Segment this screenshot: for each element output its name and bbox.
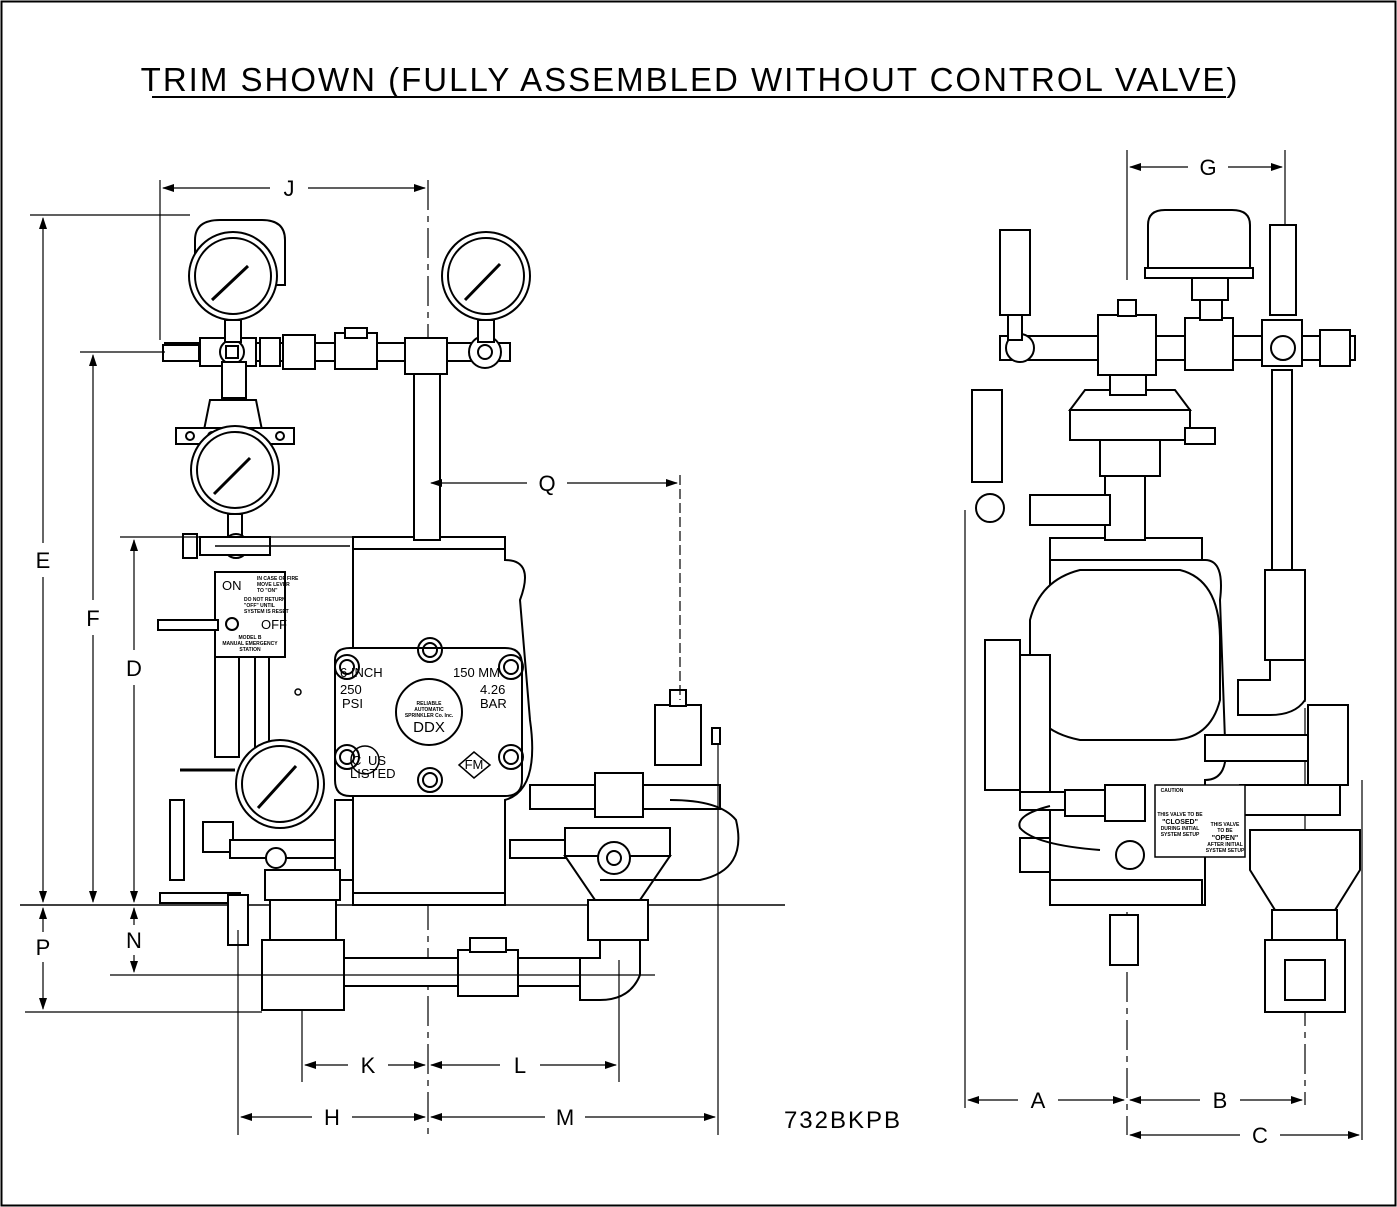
dim-label-j: J bbox=[284, 176, 295, 201]
svg-text:PSI: PSI bbox=[342, 696, 363, 711]
dim-label-g: G bbox=[1199, 155, 1216, 180]
pressure-gauge-middle bbox=[190, 425, 280, 515]
svg-text:RELIABLE: RELIABLE bbox=[417, 701, 443, 707]
svg-text:ON: ON bbox=[222, 578, 242, 593]
pressure-switch bbox=[1147, 209, 1251, 269]
svg-text:"CLOSED": "CLOSED" bbox=[1162, 819, 1198, 826]
svg-text:TO "ON": TO "ON" bbox=[257, 588, 278, 594]
svg-text:"OPEN": "OPEN" bbox=[1212, 835, 1238, 842]
dim-label-c: C bbox=[1252, 1123, 1268, 1148]
dim-label-b: B bbox=[1213, 1088, 1228, 1113]
svg-text:THIS VALVE: THIS VALVE bbox=[1211, 822, 1240, 828]
dim-label-e: E bbox=[36, 548, 51, 573]
svg-text:FM: FM bbox=[465, 757, 484, 772]
svg-text:6 INCH: 6 INCH bbox=[340, 665, 383, 680]
svg-text:BAR: BAR bbox=[480, 696, 507, 711]
caution-tag bbox=[1154, 784, 1246, 858]
svg-text:DO NOT RETURN: DO NOT RETURN bbox=[244, 597, 286, 603]
svg-text:SPRINKLER Co. Inc.: SPRINKLER Co. Inc. bbox=[405, 713, 454, 719]
drawing-title: TRIM SHOWN (FULLY ASSEMBLED WITHOUT CONT… bbox=[141, 61, 1240, 98]
svg-text:MODEL B: MODEL B bbox=[239, 635, 262, 641]
svg-text:"OFF" UNTIL: "OFF" UNTIL bbox=[244, 603, 275, 609]
svg-text:CAUTION: CAUTION bbox=[1161, 788, 1184, 794]
drawing-number: 732BKPB bbox=[784, 1107, 902, 1134]
station-tag-text: ON IN CASE OF FIRE MOVE LEVER TO "ON" DO… bbox=[222, 576, 299, 653]
svg-text:250: 250 bbox=[340, 682, 362, 697]
svg-text:IN CASE OF FIRE: IN CASE OF FIRE bbox=[257, 576, 299, 582]
svg-text:AUTOMATIC: AUTOMATIC bbox=[414, 707, 444, 713]
dim-label-d: D bbox=[126, 656, 142, 681]
svg-text:THIS VALVE TO BE: THIS VALVE TO BE bbox=[1157, 812, 1203, 818]
dim-label-k: K bbox=[361, 1053, 376, 1078]
svg-text:MANUAL EMERGENCY: MANUAL EMERGENCY bbox=[222, 641, 278, 647]
dim-label-p: P bbox=[36, 935, 51, 960]
gauge-edge-view-1 bbox=[999, 229, 1031, 316]
svg-text:OFF: OFF bbox=[261, 617, 287, 632]
manual-emergency-station bbox=[214, 571, 286, 658]
dim-label-a: A bbox=[1031, 1088, 1046, 1113]
valve-cover-plate bbox=[334, 647, 523, 797]
pressure-gauge-top-left bbox=[188, 231, 278, 321]
svg-text:TO BE: TO BE bbox=[1217, 828, 1233, 834]
side-view bbox=[971, 209, 1361, 1135]
dim-label-f: F bbox=[86, 606, 99, 631]
svg-text:4.26: 4.26 bbox=[480, 682, 505, 697]
valve-bottom-flange bbox=[352, 892, 506, 906]
dimension-labels: E F D P N J Q K L H M G A B C bbox=[36, 155, 1268, 1148]
gauge-edge-view-3 bbox=[971, 389, 1003, 483]
front-view bbox=[20, 180, 785, 1135]
dimension-lines bbox=[25, 150, 1363, 1140]
dim-label-l: L bbox=[514, 1053, 526, 1078]
svg-text:DURING INITIAL: DURING INITIAL bbox=[1161, 826, 1200, 832]
svg-text:150 MM: 150 MM bbox=[453, 665, 500, 680]
dim-label-q: Q bbox=[538, 471, 555, 496]
svg-text:SYSTEM SETUP: SYSTEM SETUP bbox=[1161, 832, 1200, 838]
svg-text:AFTER INITIAL: AFTER INITIAL bbox=[1207, 842, 1243, 848]
svg-text:SYSTEM IS RESET: SYSTEM IS RESET bbox=[244, 609, 289, 615]
svg-text:LISTED: LISTED bbox=[350, 766, 396, 781]
svg-text:DDX: DDX bbox=[413, 719, 445, 736]
svg-text:MOVE LEVER: MOVE LEVER bbox=[257, 582, 290, 588]
gauge-edge-view-2 bbox=[1269, 224, 1297, 316]
valve-nameplate: 6 INCH 150 MM 250 4.26 PSI BAR RELIABLE … bbox=[340, 665, 507, 781]
caution-tag-text: CAUTION THIS VALVE TO BE "CLOSED" DURING… bbox=[1157, 788, 1245, 854]
dim-label-h: H bbox=[324, 1105, 340, 1130]
svg-text:US: US bbox=[368, 753, 386, 768]
dim-label-n: N bbox=[126, 928, 142, 953]
svg-text:STATION: STATION bbox=[239, 647, 261, 653]
svg-text:C: C bbox=[352, 753, 361, 768]
pressure-gauge-top-right bbox=[441, 231, 531, 321]
dim-label-m: M bbox=[556, 1105, 574, 1130]
svg-text:SYSTEM SETUP: SYSTEM SETUP bbox=[1206, 848, 1245, 854]
